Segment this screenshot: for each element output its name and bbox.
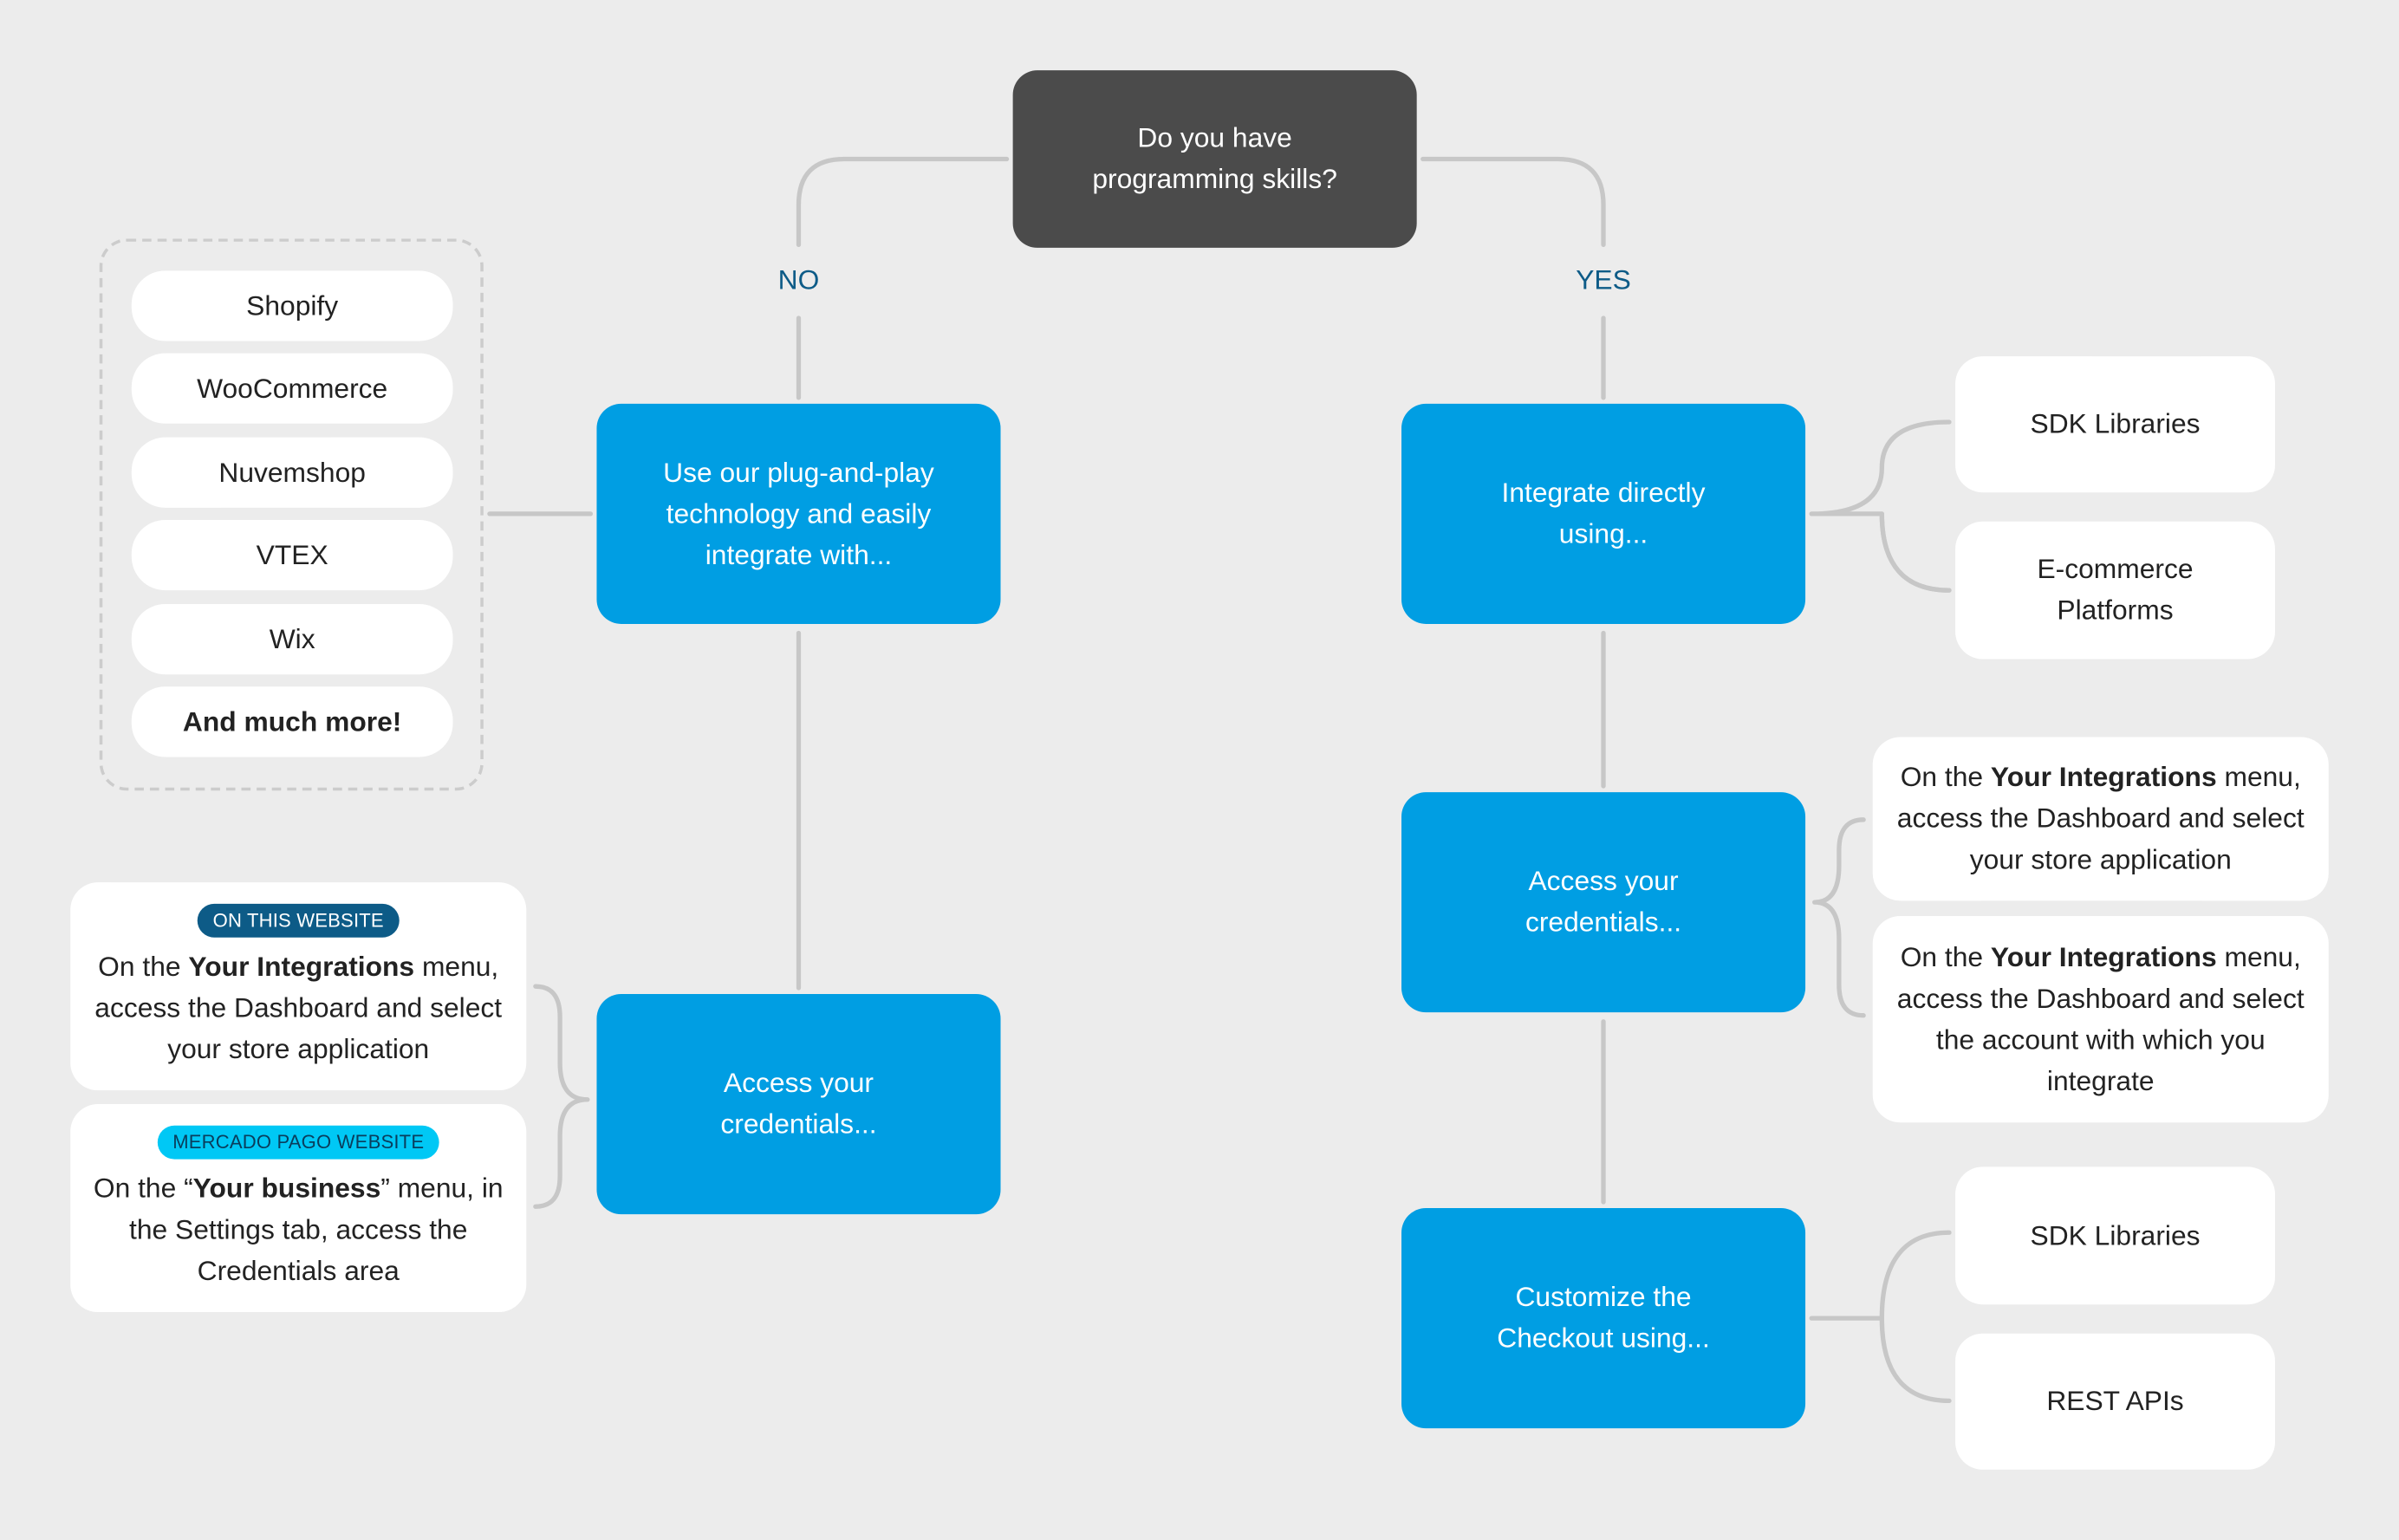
option-yes-store-application: On the Your Integrations menu, access th… xyxy=(1872,737,2329,901)
decision-line-1: Do you have xyxy=(1137,122,1292,153)
option-this-website: ON THIS WEBSITE On the Your Integrations… xyxy=(70,882,527,1091)
decision-line-2: programming skills? xyxy=(1092,163,1337,195)
option-yes-store-application-text: On the Your Integrations menu, access th… xyxy=(1896,761,2305,875)
platforms-group xyxy=(99,238,484,791)
platform-more: And much more! xyxy=(131,686,453,757)
option-ecommerce-platforms: E-commerce Platforms xyxy=(1955,521,2276,660)
platform-shopify: Shopify xyxy=(131,270,453,341)
option-yes-account: On the Your Integrations menu, access th… xyxy=(1872,915,2329,1123)
option-mercado-pago-text: On the “Your business” menu, in the Sett… xyxy=(93,1172,504,1286)
option-rest-apis: REST APIs xyxy=(1955,1333,2276,1470)
option-yes-account-text: On the Your Integrations menu, access th… xyxy=(1896,941,2305,1096)
connector-root-yes xyxy=(1421,156,1606,247)
bracket-integrate xyxy=(1809,419,1952,593)
option-sdk-libraries-integrate: SDK Libraries xyxy=(1955,356,2276,493)
bracket-no-credentials xyxy=(533,984,590,1209)
platform-vtex: VTEX xyxy=(131,519,453,591)
bracket-yes-credentials xyxy=(1811,817,1866,1018)
option-mercado-pago-website: MERCADO PAGO WEBSITE On the “Your busine… xyxy=(70,1104,527,1313)
option-sdk-libraries-customize: SDK Libraries xyxy=(1955,1166,2276,1305)
label-yes: YES xyxy=(1576,264,1631,296)
bracket-customize xyxy=(1809,1230,1952,1404)
label-no: NO xyxy=(777,264,820,296)
platform-woocommerce: WooCommerce xyxy=(131,353,453,424)
platform-wix: Wix xyxy=(131,604,453,675)
step-integrate-directly: Integrate directly using... xyxy=(1401,403,1806,624)
platform-nuvemshop: Nuvemshop xyxy=(131,437,453,508)
step-customize-checkout: Customize the Checkout using... xyxy=(1401,1208,1806,1429)
decision-programming-skills: Do you have programming skills? xyxy=(1012,70,1417,248)
step-yes-access-credentials: Access your credentials... xyxy=(1401,792,1806,1013)
option-this-website-text: On the Your Integrations menu, access th… xyxy=(94,950,503,1064)
step-plug-and-play: Use our plug-and-play technology and eas… xyxy=(596,403,1001,624)
connector-root-no xyxy=(796,156,1010,247)
badge-mercado-pago-website: MERCADO PAGO WEBSITE xyxy=(157,1124,439,1159)
badge-on-this-website: ON THIS WEBSITE xyxy=(197,902,400,937)
step-no-access-credentials: Access your credentials... xyxy=(596,993,1001,1215)
